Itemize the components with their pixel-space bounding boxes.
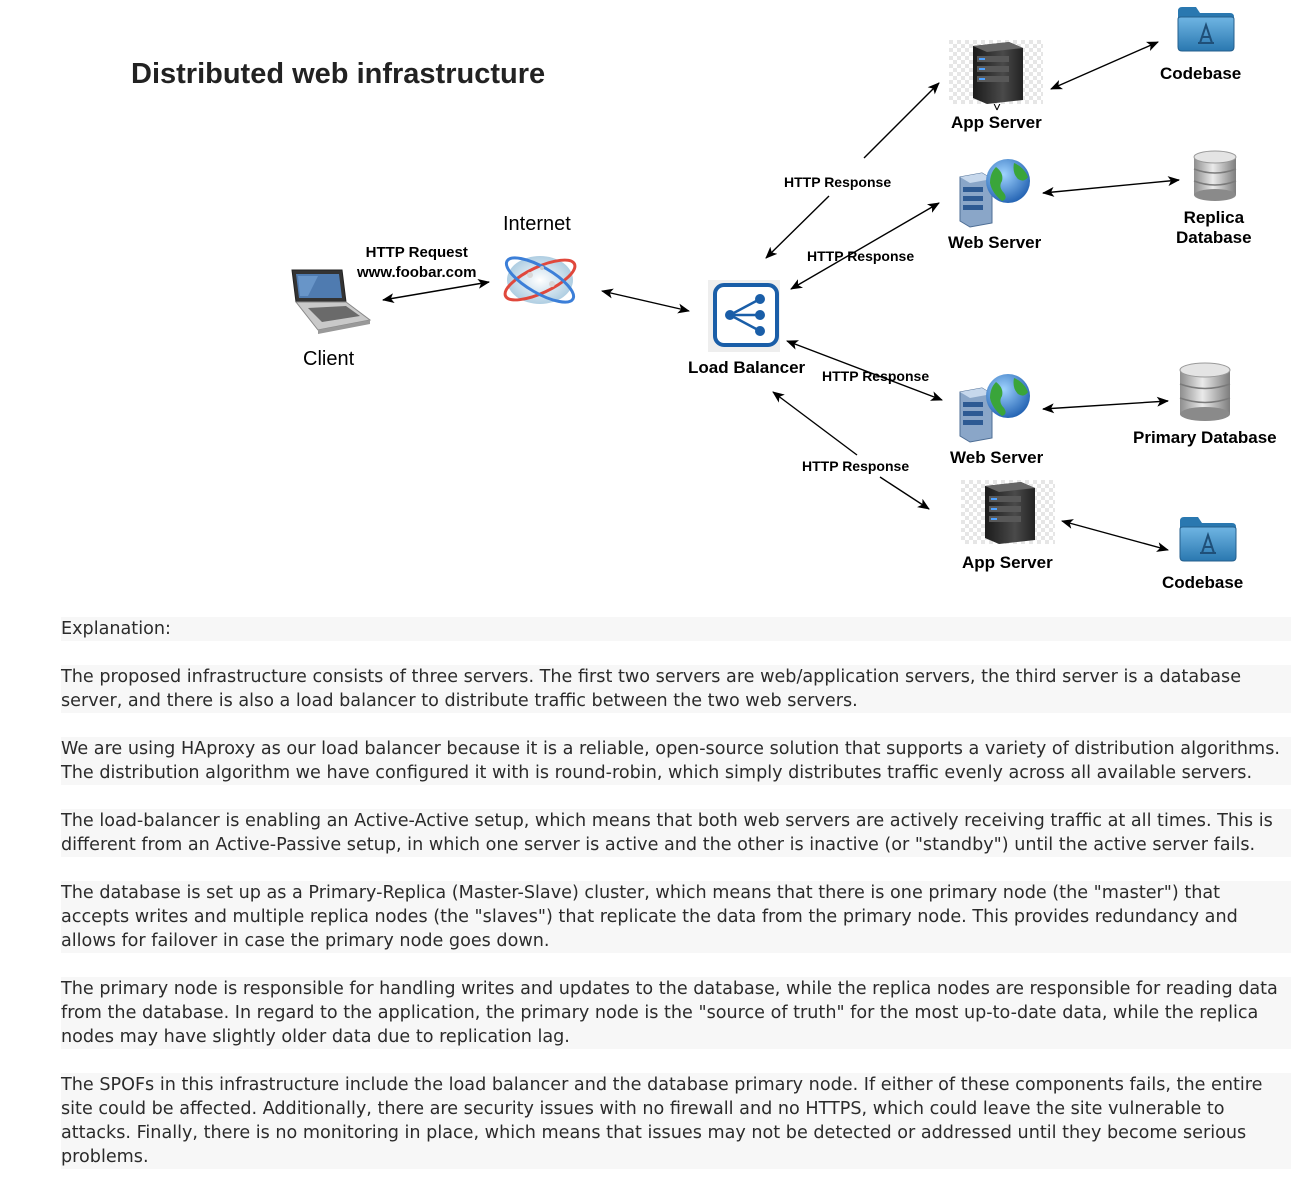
explanation-paragraph: The proposed infrastructure consists of … [61,665,1291,713]
explanation-section: Explanation: The proposed infrastructure… [61,617,1291,1193]
server-tower-icon-bottom [961,480,1055,544]
diagram-title: Distributed web infrastructure [131,58,546,90]
http-response-label-web-bottom: HTTP Response [822,368,930,384]
explanation-heading: Explanation: [61,617,1291,641]
app-server-bottom-label: App Server [962,553,1053,572]
laptop-icon [291,269,372,334]
folder-app-icon-top [1177,7,1235,52]
explanation-paragraph: The primary node is responsible for hand… [61,977,1291,1049]
http-response-label-web-top: HTTP Response [807,248,915,264]
web-server-bottom-label: Web Server [950,448,1044,467]
codebase-bottom-label: Codebase [1162,573,1244,592]
cloud-network-icon [503,256,577,304]
edge-client-internet [382,278,490,304]
edge-web-top-replica [1042,176,1180,197]
web-server-top-label: Web Server [948,233,1042,252]
edge-lb-web-top [790,202,940,290]
http-request-label: HTTP Request www.foobar.com [357,244,477,281]
http-response-label-app-top: HTTP Response [783,174,893,190]
diagram-canvas [291,7,1237,562]
edge-app-bottom-codebase [1061,519,1169,552]
database-cylinder-icon-primary [1179,362,1231,421]
http-response-label-app-bottom: HTTP Response [801,458,911,474]
replica-database-label: Replica Database [1176,208,1252,247]
edge-internet-loadbalancer [601,288,690,314]
server-tower-icon-top [949,40,1043,104]
explanation-paragraph: The load-balancer is enabling an Active-… [61,809,1291,857]
edge-web-bottom-primary [1042,396,1169,414]
explanation-paragraph: The SPOFs in this infrastructure include… [61,1073,1291,1169]
folder-app-icon-bottom [1179,517,1237,562]
client-label: Client [303,348,355,370]
load-balancer-label: Load Balancer [688,358,806,377]
app-server-top-label: App Server [951,113,1042,132]
edge-lb-web-bottom [786,340,943,401]
web-server-globe-icon-bottom [959,374,1030,443]
edge-app-top-codebase [1050,41,1159,90]
database-cylinder-icon-replica [1193,150,1237,201]
web-server-globe-icon-top [959,159,1030,228]
explanation-paragraph: The database is set up as a Primary-Repl… [61,881,1291,953]
codebase-top-label: Codebase [1160,64,1242,83]
edge-lb-app-top [765,82,940,259]
primary-database-label: Primary Database [1133,428,1277,447]
edge-lb-app-bottom [772,391,930,510]
internet-label: Internet [503,213,571,235]
load-balancer-icon [708,280,780,352]
explanation-paragraph: We are using HAproxy as our load balance… [61,737,1291,785]
